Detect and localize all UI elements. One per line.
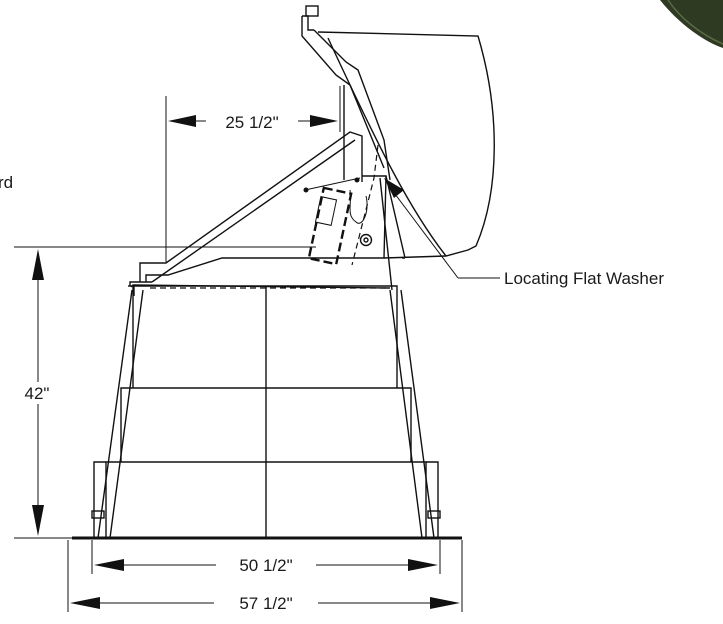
washer-circle (359, 233, 373, 247)
dim-label-top-offset: 25 1/2" (225, 113, 278, 132)
callout-locating-flat-washer: Locating Flat Washer (384, 178, 664, 288)
dim-base-width: 57 1/2" (67, 540, 463, 614)
right-bolt (427, 510, 441, 519)
dim-top-offset: 25 1/2" (165, 86, 341, 262)
dim-label-inner-width: 50 1/2" (239, 556, 292, 575)
dim-label-base-width: 57 1/2" (239, 594, 292, 613)
dim-height: 42" (14, 246, 316, 539)
left-bolt (91, 510, 105, 519)
hinge-mechanism (303, 144, 406, 266)
base-stack (91, 285, 441, 539)
dim-label-height: 42" (25, 384, 50, 403)
dim-inner-width: 50 1/2" (91, 540, 441, 576)
support-line (379, 177, 393, 291)
partial-object-top-right (660, 0, 723, 48)
callout-label-locating-flat-washer: Locating Flat Washer (504, 269, 664, 288)
frame-rail (128, 131, 391, 296)
cut-off-label: rd (0, 173, 13, 192)
lid-assembly (301, 5, 495, 259)
